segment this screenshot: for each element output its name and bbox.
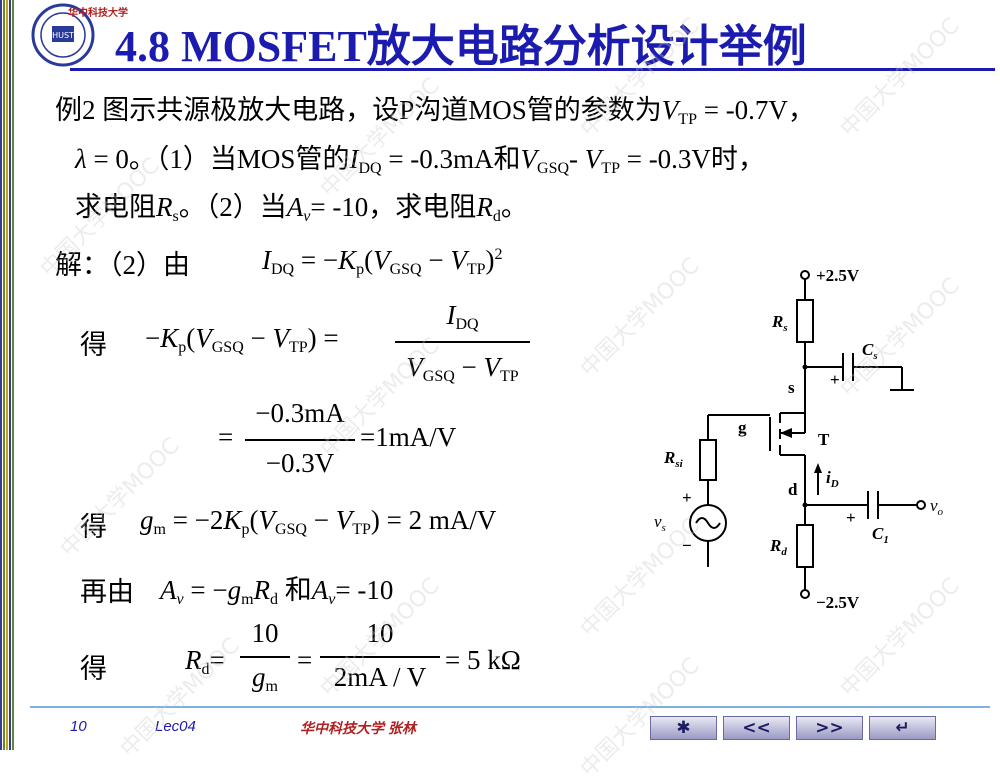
frac1-denominator: VGSQ − VTP	[406, 352, 519, 385]
problem-text-3d: 。	[500, 192, 528, 222]
cs-plus: +	[830, 370, 840, 389]
rd-label: Rd=	[185, 645, 225, 678]
frac2-bar	[245, 439, 355, 441]
de-label-3: 得	[80, 654, 107, 684]
gate-label: g	[738, 418, 747, 437]
frac3-bar	[240, 656, 290, 658]
vs-minus: −	[682, 536, 692, 555]
problem-text-1a: 例2 图示共源极放大电路，设P沟道MOS管的参数为	[55, 95, 662, 125]
problem-text-3b: 。（2）当	[178, 192, 287, 222]
frac2-numerator: −0.3mA	[255, 398, 345, 428]
de-label-1: 得	[80, 330, 107, 360]
problem-line-1: 例2 图示共源极放大电路，设P沟道MOS管的参数为VTP = -0.7V，	[55, 95, 815, 128]
frac2-denominator: −0.3V	[265, 448, 335, 478]
frac4-bar	[320, 656, 440, 658]
nav-return-button[interactable]: ↵	[869, 716, 936, 740]
rd-result: = 5 kΩ	[445, 645, 521, 675]
nav-next-button[interactable]: >>	[796, 716, 863, 740]
equation-kp-lhs: −Kp(VGSQ − VTP) =	[145, 323, 339, 356]
problem-line-2: λ = 0。（1）当MOS管的IDQ = -0.3mA和VGSQ- VTP = …	[75, 144, 765, 177]
circuit-diagram: +2.5V Rs Cs + s g T Rsi d iD + vs − vo +…	[654, 266, 944, 612]
kp-value: =1mA/V	[360, 422, 457, 452]
drain-label: d	[788, 480, 798, 499]
footer-rule	[30, 706, 990, 708]
vss-label: −2.5V	[816, 593, 860, 612]
transistor-label: T	[818, 430, 830, 449]
frac3-denominator: gm	[252, 662, 278, 695]
logo-text: 华中科技大学	[68, 8, 128, 19]
vo-label: vo	[930, 496, 944, 518]
equation-idq: IDQ = −Kp(VGSQ − VTP)2	[262, 245, 503, 278]
problem-text-3a: 求电阻	[75, 192, 156, 222]
equation-gm: gm = −2Kp(VGSQ − VTP) = 2 mA/V	[140, 505, 497, 538]
av-value: = -10	[335, 575, 394, 605]
zaiyou-label: 再由	[80, 577, 134, 607]
solution-intro: 解：（2）由	[55, 250, 190, 280]
frac3-numerator: 10	[251, 618, 279, 648]
page-number: 10	[70, 718, 87, 735]
rsi-label: Rsi	[663, 448, 684, 470]
vs-label: vs	[654, 512, 666, 534]
watermark-text: 中国大学MOOC	[835, 13, 965, 143]
frac4-numerator: 10	[366, 618, 394, 648]
vs-plus: +	[682, 488, 692, 507]
de-label-2: 得	[80, 512, 107, 542]
c1-plus: +	[846, 508, 856, 527]
problem-text-1b: = -0.7V，	[696, 95, 815, 125]
gm-result: = 2 mA/V	[386, 505, 497, 535]
nav-home-button[interactable]: ✱	[650, 716, 717, 740]
frac1-bar	[395, 341, 530, 343]
source-label: s	[788, 378, 795, 397]
rs-label: Rs	[771, 312, 788, 334]
problem-text-2a: = 0。（1）当MOS管的	[86, 144, 350, 174]
problem-text-3c: = -10，求电阻	[310, 192, 477, 222]
id-label: iD	[826, 468, 839, 490]
equals-sign: =	[218, 422, 234, 452]
rd-circuit-label: Rd	[769, 536, 787, 558]
cs-label: Cs	[862, 340, 878, 362]
left-decorative-stripe	[0, 0, 16, 750]
c1-label: C1	[872, 524, 889, 546]
problem-line-3: 求电阻Rs。（2）当Av= -10，求电阻Rd。	[75, 192, 528, 225]
svg-text:HUST: HUST	[52, 31, 74, 40]
problem-text-2b: = -0.3mA和	[381, 144, 521, 174]
lecture-label: Lec04	[155, 718, 196, 735]
vdd-label: +2.5V	[816, 266, 860, 285]
watermark-text: 中国大学MOOC	[115, 633, 245, 763]
problem-text-2c: = -0.3V时，	[619, 144, 765, 174]
equals-sign-2: =	[297, 645, 313, 675]
he-text: 和	[284, 575, 312, 605]
equation-av: Av = −gmRd 和Av= -10	[160, 575, 394, 608]
frac1-numerator: IDQ	[446, 300, 479, 333]
nav-prev-button[interactable]: <<	[723, 716, 790, 740]
watermark-text: 中国大学MOOC	[55, 433, 185, 563]
title-underline	[70, 68, 995, 71]
frac4-denominator: 2mA / V	[333, 662, 427, 692]
university-logo: HUST	[31, 3, 95, 67]
page-title: 4.8 MOSFET放大电路分析设计举例	[115, 22, 807, 71]
author-label: 华中科技大学 张林	[300, 720, 416, 736]
